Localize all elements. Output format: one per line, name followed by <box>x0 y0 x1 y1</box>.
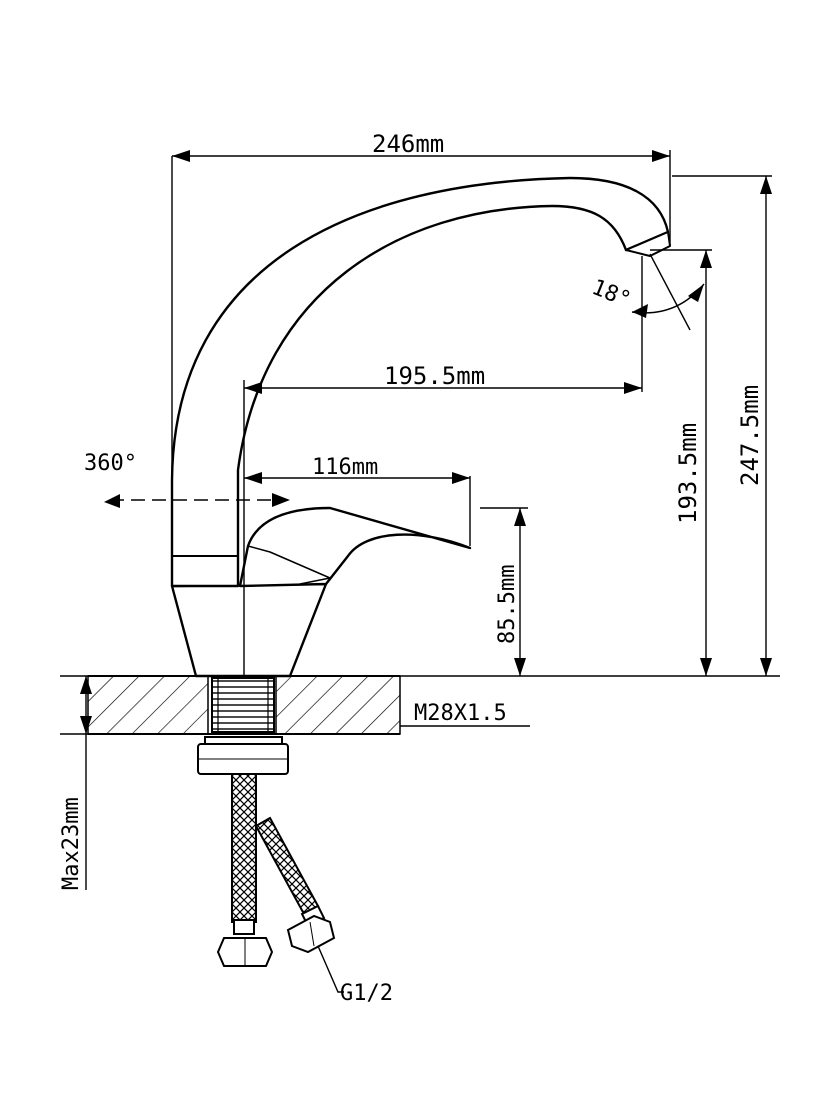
dimension-lines <box>60 150 780 993</box>
callouts: M28X1.5 G1/2 <box>340 701 530 1006</box>
arrowheads <box>80 150 772 734</box>
total-height-label: 247.5mm <box>736 385 764 486</box>
countertop-section <box>87 675 401 735</box>
rotation-label: 360° <box>84 451 137 476</box>
total-reach-label: 246mm <box>372 130 444 158</box>
rotation-indicator: 360° <box>84 451 290 508</box>
spout-reach-label: 195.5mm <box>384 362 485 390</box>
hose-thread-leader <box>317 945 344 993</box>
handle-height-label: 85.5mm <box>495 565 520 644</box>
max-thickness-label: Max23mm <box>59 797 84 890</box>
lever-handle <box>238 506 472 588</box>
hose-thread-label: G1/2 <box>340 981 393 1006</box>
mounting-nut <box>197 736 289 775</box>
faucet-base <box>170 582 328 678</box>
mounting-thread <box>211 677 275 733</box>
handle-reach-label: 116mm <box>312 455 378 480</box>
spout-height-label: 193.5mm <box>674 423 702 524</box>
flexible-hoses <box>216 773 336 967</box>
faucet-spout <box>170 176 670 588</box>
faucet-body <box>170 176 671 678</box>
mount-thread-label: M28X1.5 <box>414 701 507 726</box>
spout-angle-label: 18° <box>588 275 634 313</box>
